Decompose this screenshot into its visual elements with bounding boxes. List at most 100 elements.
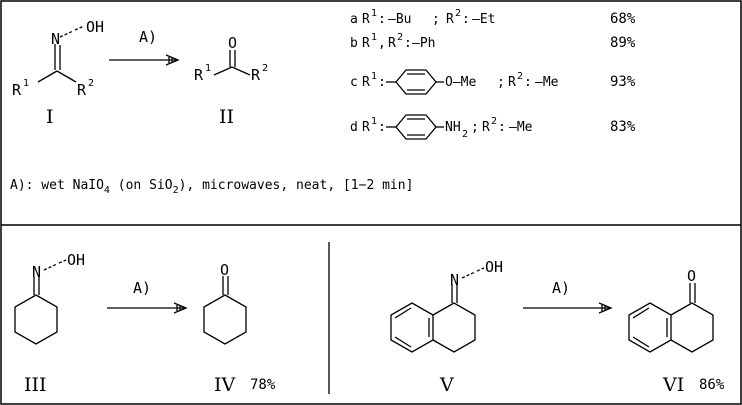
row-d-r2-label: R (482, 120, 490, 135)
compound-i-numeral: I (46, 106, 54, 128)
oxime-i-oh-label: OH (86, 18, 104, 36)
oxime-iii-ring (14, 294, 58, 345)
cyclohexanone-reaction-arrow: A) (107, 279, 188, 314)
ketone-vi-benzene-ring (628, 302, 672, 353)
row-c-r2-sup: 2 (517, 71, 523, 82)
oxime-v-saturated-ring (432, 302, 476, 353)
ketone-ii-r2-label: R (251, 66, 261, 84)
oxime-i-n-label: N (51, 30, 60, 48)
compound-v-numeral: V (439, 374, 454, 396)
oxime-v-n-label: N (450, 271, 459, 289)
row-d-colon: : (378, 120, 386, 135)
tetra-arrow-head (598, 302, 613, 314)
oxime-i-wavy-bond (59, 25, 85, 38)
row-b-yield: 89% (610, 35, 636, 51)
ketone-iv-ring (203, 294, 247, 345)
row-d-colon2: : (498, 120, 506, 135)
row-d-phenyl-ring (395, 114, 437, 140)
row-a-r2-sup: 2 (455, 8, 461, 19)
conditions-suffix: ), microwaves, neat, [1−2 min] (179, 178, 414, 193)
oxime-v-wavy-bond (461, 267, 485, 279)
compound-iv-yield: 78% (250, 377, 276, 393)
compound-vi-yield: 86% (699, 377, 725, 393)
row-d-r1-tail: NH (445, 120, 461, 135)
oxime-i-r2-sup: 2 (88, 78, 94, 89)
ketone-iv-structure: O IV 78% (203, 261, 276, 396)
row-a-r1-label: R (362, 12, 370, 27)
ketone-ii-c-r2-bond (231, 66, 251, 76)
row-d-semicolon: ; (471, 120, 479, 135)
oxime-iii-oh-label: OH (67, 251, 85, 269)
row-c-phenyl-ring (395, 69, 437, 95)
row-a-semicolon: ; (432, 12, 440, 27)
substituent-row-d: d R 1 : NH 2 ; R 2 : —Me 83% (350, 114, 636, 140)
oxime-v-oh-label: OH (485, 258, 503, 276)
compound-vi-numeral: VI (662, 374, 684, 396)
row-c-r1-label: R (362, 75, 370, 90)
row-c-r1-tail: O—Me (445, 75, 476, 90)
reaction-conditions: A): wet NaIO4 (on SiO2), microwaves, nea… (10, 178, 413, 196)
oxime-iii-n-label: N (32, 263, 41, 281)
row-d-r2-group: —Me (509, 120, 533, 135)
compound-iii-numeral: III (24, 374, 47, 396)
ketone-iv-o-label: O (220, 261, 229, 279)
oxime-i-structure: OH N R 1 R 2 I (12, 18, 104, 128)
conditions-middle: (on SiO (110, 178, 173, 193)
general-arrow-head (165, 54, 180, 66)
row-b-r1-label: R (362, 36, 370, 51)
ketone-ii-r2-sup: 2 (262, 63, 268, 74)
oxime-iii-structure: N OH III (14, 251, 85, 396)
row-a-r2-label: R (446, 12, 454, 27)
row-d-r1-tail-sub: 2 (462, 129, 468, 140)
oxime-v-benzene-ring (390, 302, 434, 353)
conditions-sub-4: 4 (104, 185, 110, 196)
ketone-ii-r1-sup: 1 (205, 63, 211, 74)
tetra-arrow-label: A) (552, 279, 570, 297)
row-b-letter: b (350, 36, 358, 51)
general-reaction-arrow: A) (109, 28, 180, 66)
substituent-row-a: a R 1 : —Bu ; R 2 : —Et 68% (350, 8, 636, 27)
row-a-letter: a (350, 12, 358, 27)
row-c-semicolon: ; (497, 75, 505, 90)
row-d-letter: d (350, 120, 358, 135)
row-d-r1-sup: 1 (371, 116, 377, 127)
row-d-yield: 83% (610, 119, 636, 135)
compound-iv-numeral: IV (214, 374, 236, 396)
cyclo-arrow-label: A) (133, 279, 151, 297)
ketone-ii-c-r1-bond (213, 66, 233, 76)
row-c-r2-label: R (508, 75, 516, 90)
row-a-yield: 68% (610, 11, 636, 27)
row-b-colon: : (404, 36, 412, 51)
row-c-yield: 93% (610, 74, 636, 90)
row-b-group: —Ph (412, 36, 435, 51)
row-a-r1-sup: 1 (371, 8, 377, 19)
row-c-colon2: : (524, 75, 532, 90)
row-d-r2-sup: 2 (491, 116, 497, 127)
oxime-i-c-r1-bond (37, 70, 58, 83)
oxime-i-r2-label: R (77, 81, 87, 99)
row-a-colon2: : (462, 12, 470, 27)
oxime-i-r1-label: R (12, 81, 22, 99)
row-c-colon: : (378, 75, 386, 90)
substituent-row-b: b R 1 , R 2 : —Ph 89% (350, 32, 636, 51)
ketone-vi-saturated-ring (670, 302, 714, 353)
ketone-ii-r1-label: R (194, 66, 204, 84)
oxime-iii-wavy-bond (43, 259, 67, 271)
tetralone-reaction-arrow: A) (523, 279, 613, 314)
row-b-comma: , (378, 36, 386, 51)
oxime-i-r1-sup: 1 (23, 78, 29, 89)
row-b-r1-sup: 1 (371, 32, 377, 43)
row-c-letter: c (350, 75, 358, 90)
substituent-row-c: c R 1 : O—Me ; R 2 : —Me 93% (350, 69, 636, 95)
ketone-ii-o-label: O (228, 34, 237, 52)
row-a-colon: : (378, 12, 386, 27)
oxime-i-c-r2-bond (56, 70, 77, 83)
row-c-r1-sup: 1 (371, 71, 377, 82)
ketone-vi-structure: O VI 86% (628, 267, 725, 396)
row-a-r2-group: —Et (472, 12, 495, 27)
oxime-v-structure: N OH V (390, 258, 503, 396)
row-c-r2-group: —Me (535, 75, 559, 90)
ketone-ii-structure: O R 1 R 2 II (194, 34, 268, 128)
